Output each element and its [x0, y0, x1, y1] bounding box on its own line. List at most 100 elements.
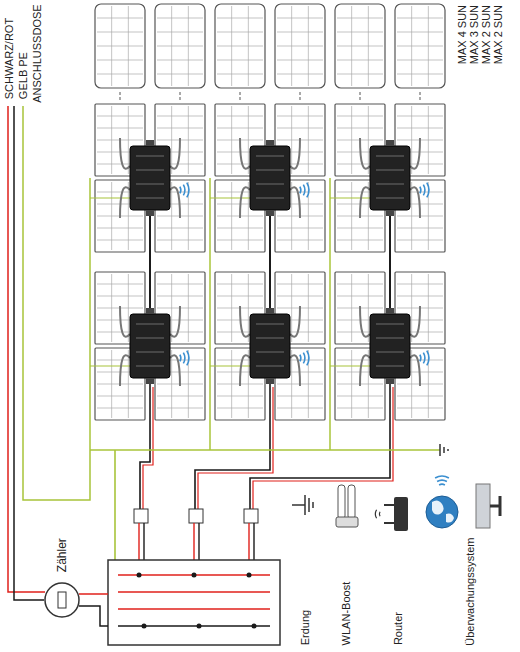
earth-wire: [210, 365, 250, 366]
monitoring-icons: [292, 475, 500, 531]
panel-grid: [277, 408, 323, 409]
panel-cable: [290, 355, 300, 386]
panel-grid: [277, 396, 323, 397]
meter-label: Zähler: [55, 537, 69, 573]
wifi-wave: [437, 479, 448, 482]
ground-bar: [304, 495, 306, 515]
solar-panel: [275, 4, 325, 88]
panel-grid: [337, 32, 383, 33]
panel-cable: [170, 187, 180, 218]
ac-trunk-cable: [269, 210, 271, 314]
panel-grid: [277, 32, 323, 33]
panel-array: [90, 4, 445, 450]
panel-cable: [410, 306, 420, 337]
inverter-body: [250, 146, 290, 210]
junction-connector: [244, 509, 258, 523]
panel-cable: [240, 306, 250, 337]
panel-grid: [157, 46, 203, 47]
panel-grid: [277, 284, 323, 285]
continuation-dash: [240, 92, 241, 102]
wifi-wave: [426, 182, 429, 198]
panel-grid: [157, 74, 203, 75]
inverter-rib: [256, 183, 284, 185]
inverter-connector: [386, 308, 394, 314]
inverter-connector: [146, 210, 154, 216]
panel-cable: [290, 306, 300, 337]
continent: [432, 500, 454, 522]
panel-grid: [157, 408, 203, 409]
panel-grid: [157, 32, 203, 33]
continuation-dash: [300, 92, 301, 102]
ac-trunk-cable: [140, 384, 150, 509]
panel-grid: [97, 46, 143, 47]
solar-panel: [155, 4, 205, 88]
panel-grid: [97, 116, 143, 117]
ground-bar: [292, 504, 305, 506]
panel-grid: [217, 32, 263, 33]
panel-grid: [277, 74, 323, 75]
panel-grid: [337, 60, 383, 61]
panel-grid: [337, 116, 383, 117]
terminal-dot: [137, 573, 142, 578]
panel-cable: [410, 187, 420, 218]
meter-symbol: [45, 583, 79, 617]
inverter-rib: [376, 323, 404, 325]
wifi-wave: [183, 352, 186, 364]
panel-grid: [397, 32, 443, 33]
inverter-connector: [266, 210, 274, 216]
ac-trunk-cable: [195, 384, 270, 509]
wifi-wave: [306, 350, 309, 366]
inverter-rib: [376, 365, 404, 367]
wire-legend-text: SCHWARZ/ROT: [3, 17, 16, 100]
ground-symbol: [440, 444, 448, 456]
panel-cable: [170, 138, 180, 169]
panel-grid: [97, 18, 143, 19]
inverter-body: [370, 314, 410, 378]
panel-grid: [217, 396, 263, 397]
panel-grid: [97, 32, 143, 33]
terminal-dot: [252, 624, 257, 629]
panel-grid: [337, 240, 383, 241]
inverter-rib: [136, 183, 164, 185]
panel-grid: [277, 240, 323, 241]
panel-grid: [217, 60, 263, 61]
panel-cable: [120, 306, 130, 337]
panel-grid: [97, 240, 143, 241]
microinverter: [130, 308, 190, 384]
panel-grid: [337, 228, 383, 229]
terminal-dot: [142, 624, 147, 629]
panel-grid: [397, 408, 443, 409]
inverter-rib: [136, 169, 164, 171]
earth-wire: [23, 106, 90, 500]
busbar: [118, 591, 270, 592]
panel-frame: [95, 4, 145, 88]
inverter-connector: [266, 308, 274, 314]
inverter-rib: [376, 169, 404, 171]
inverter-connector: [386, 210, 394, 216]
panel-cable: [170, 306, 180, 337]
panel-cable: [290, 187, 300, 218]
panel-grid: [277, 128, 323, 129]
inverter-rib: [256, 169, 284, 171]
wiring: [8, 106, 448, 645]
globe-icon: [426, 475, 458, 528]
panel-frame: [335, 4, 385, 88]
panel-grid: [157, 18, 203, 19]
wifi-wave: [303, 184, 306, 196]
panel-grid: [337, 408, 383, 409]
inverter-rib: [256, 351, 284, 353]
junction-connector: [134, 509, 148, 523]
microinverter: [250, 308, 310, 384]
wifi-wave: [299, 186, 301, 194]
antenna: [348, 485, 355, 519]
earth-wire: [209, 178, 211, 450]
earth-wire: [329, 178, 331, 450]
ground-bar: [447, 449, 449, 451]
icon-caption: Überwachungssystem: [464, 536, 477, 646]
router-icon: [375, 497, 408, 531]
panel-grid: [277, 116, 323, 117]
panel-cable: [410, 355, 420, 386]
panel-grid: [157, 396, 203, 397]
panel-grid: [397, 240, 443, 241]
